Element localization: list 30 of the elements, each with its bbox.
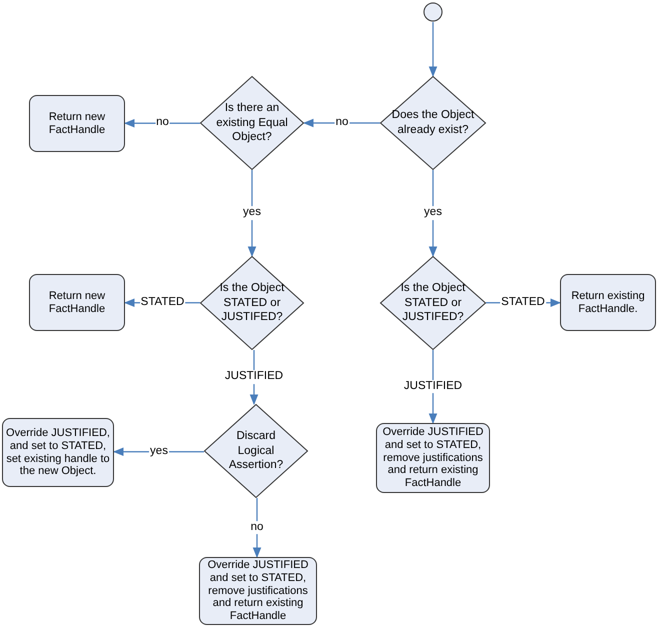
process-box [560,274,656,331]
node-text: Return existing FactHandle. [570,290,646,316]
edge-label: yes [242,206,262,220]
edge-label: JUSTIFIED [402,380,464,394]
node-text: Return new FactHandle [48,290,106,316]
process-box [29,95,125,152]
arrow [124,118,200,128]
arrow [428,22,438,78]
node-text: Discard Logical Assertion? [228,428,284,474]
arrow [248,170,256,258]
process-box [2,418,114,487]
node-text: Is there an existing Equal Object? [215,100,289,146]
arrow [252,498,262,558]
node-text: Override JUSTIFIED, and set to STATED, set existing handle to the new Object. [5,427,111,478]
arrow [428,170,438,258]
edge-label: JUSTIFIED [224,370,284,384]
node-text: Does the Object already exist? [391,108,475,138]
process-box [29,274,125,331]
node-text: Is the Object STATED or JUSTIFED? [400,280,466,326]
node-text: Return new FactHandle [48,110,106,136]
process-box [376,423,490,493]
arrow [302,118,380,128]
edge-label: yes [149,444,169,459]
edge-label: yes [423,206,443,220]
node-text: Override JUSTIFIED and set to STATED, remove justifications and return existing FactHandle [206,559,310,623]
node-text: Override JUSTIFIED and set to STATED, remove justifications and return existing FactHandle [382,426,484,490]
process-box [199,557,317,625]
edge-label: no [250,520,264,534]
node-text: Is the Object STATED or JUSTIFED? [218,280,286,326]
arrow [112,447,204,456]
